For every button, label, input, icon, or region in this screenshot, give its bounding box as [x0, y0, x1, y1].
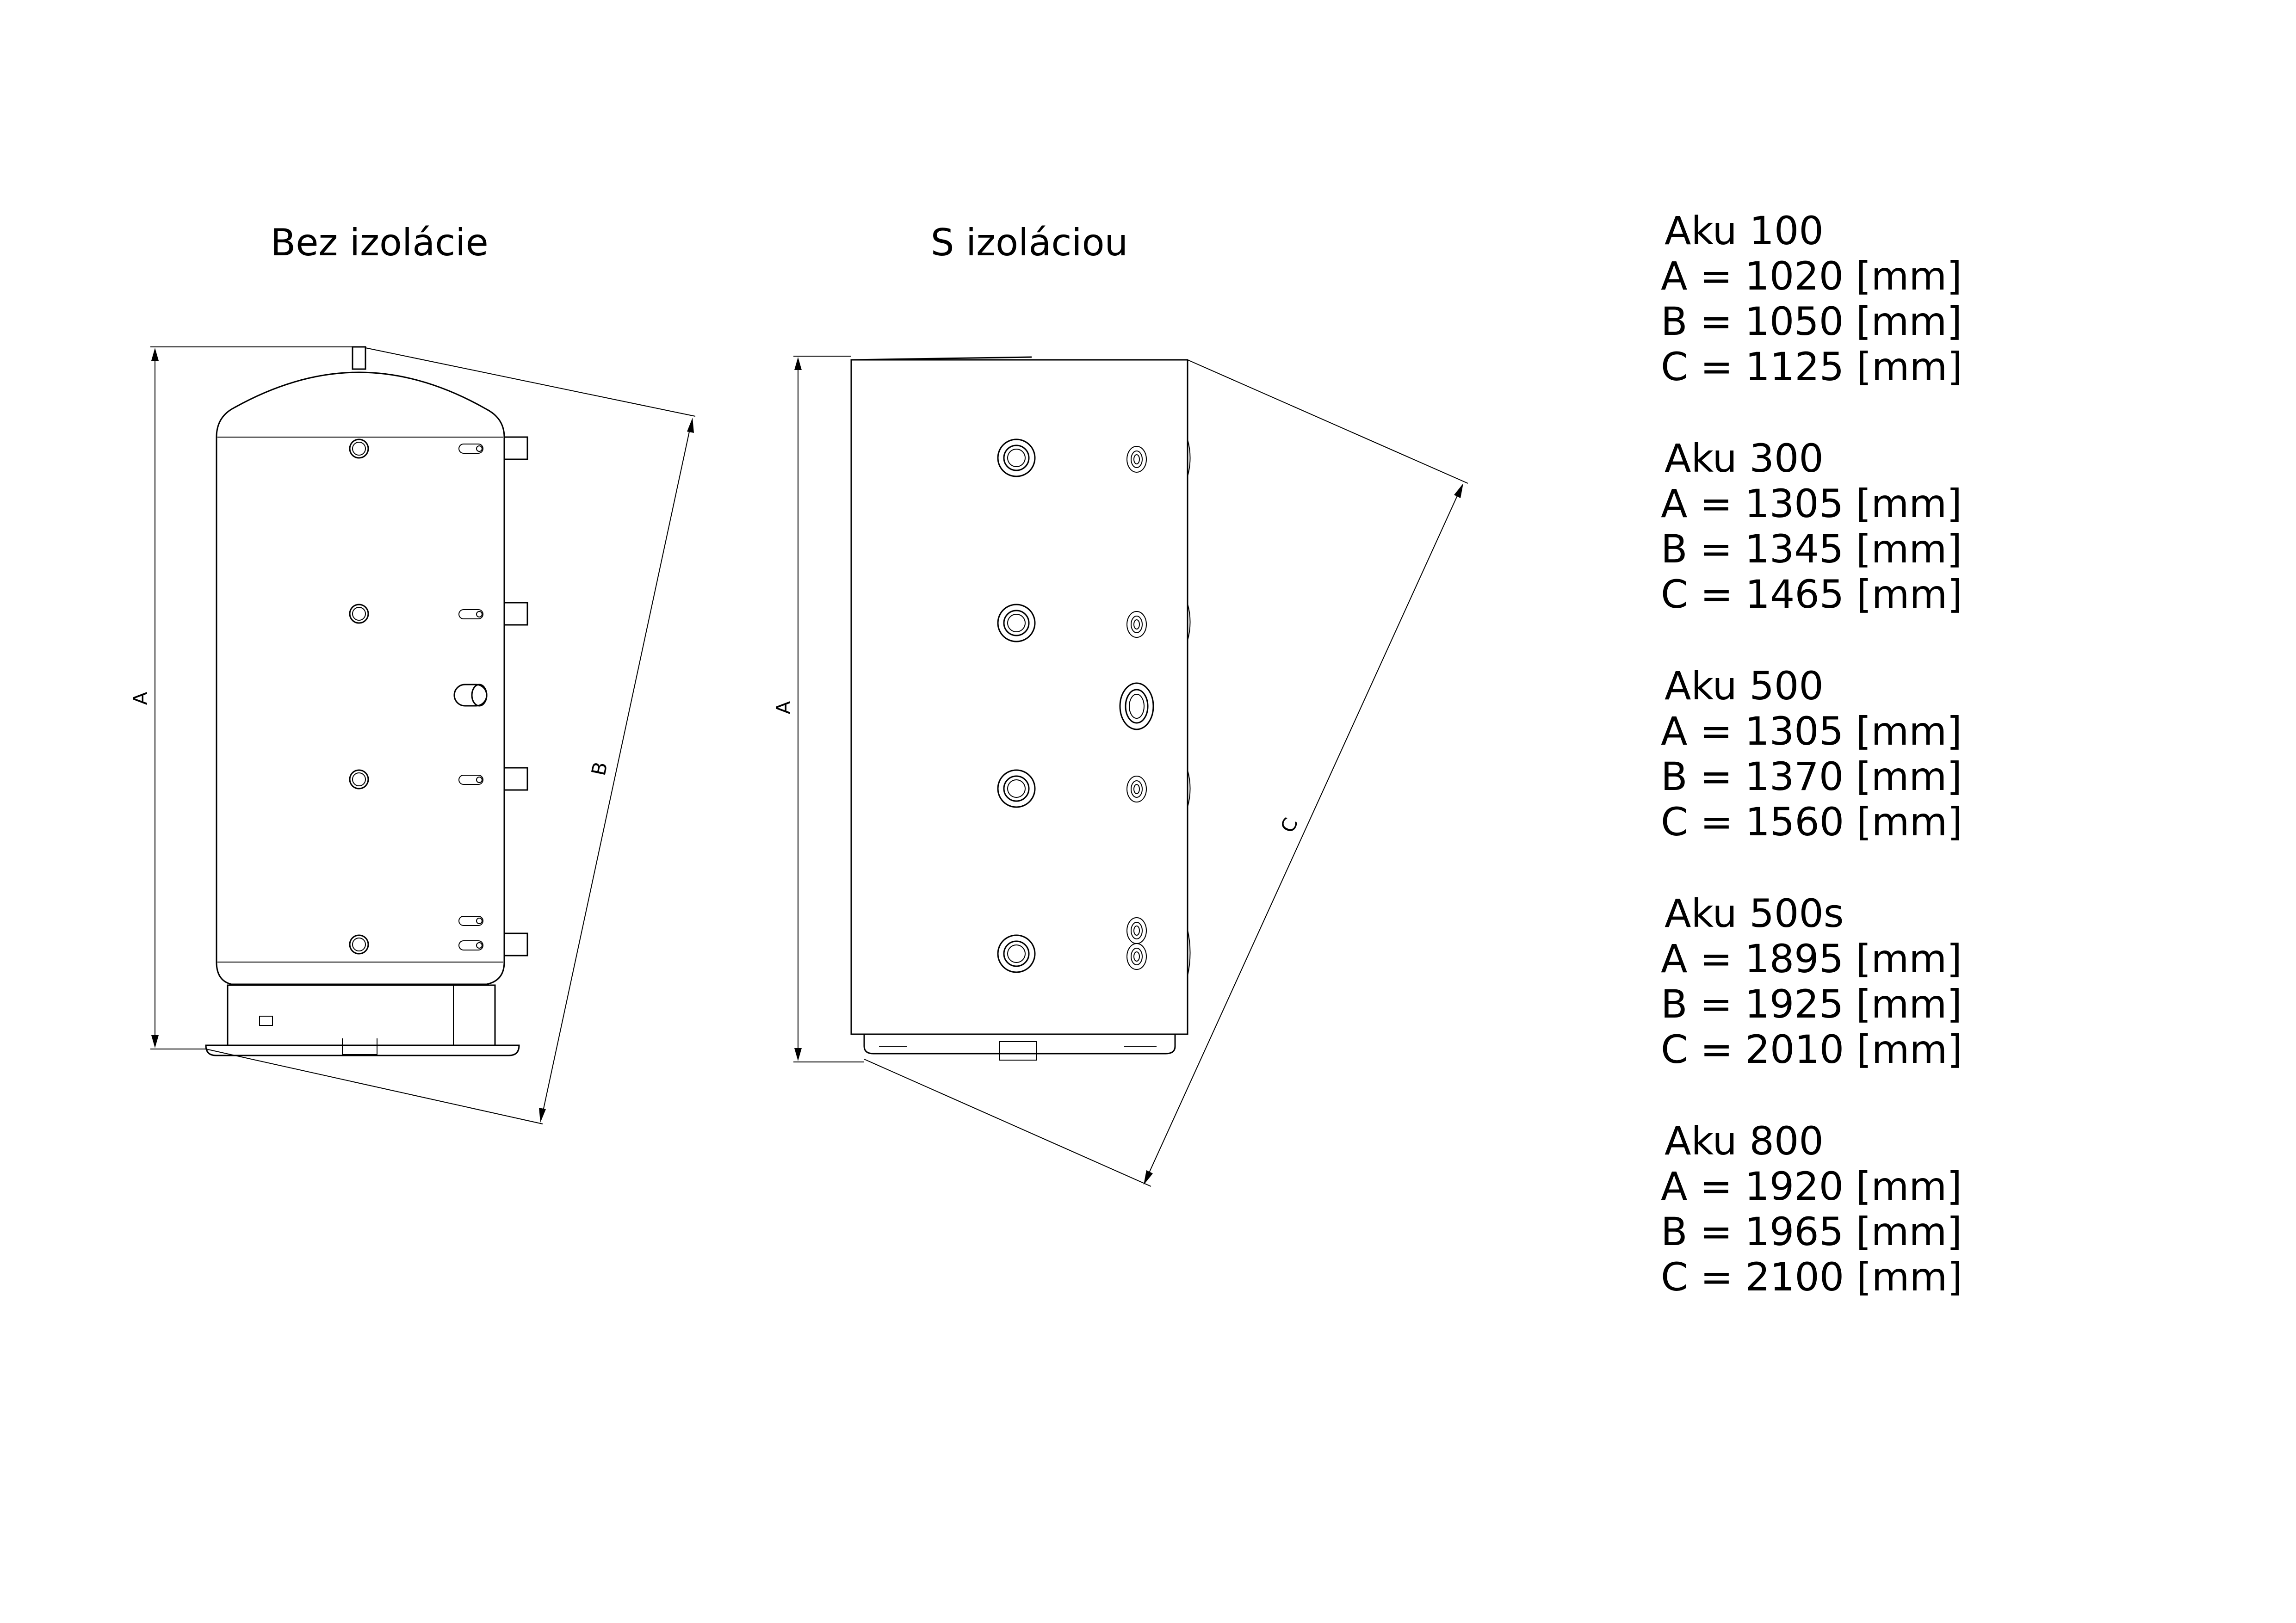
insulated-flange-port [1119, 682, 1154, 730]
port-circle-3 [349, 769, 369, 790]
insulated-tank [850, 356, 1191, 1061]
port-circle-1 [349, 438, 369, 459]
spec-a: A = 1895 [mm] [1661, 936, 1962, 981]
uninsulated-tank [205, 346, 528, 1056]
spec-b: B = 1370 [mm] [1661, 754, 1962, 799]
insulated-port-2 [997, 604, 1036, 642]
dimension-a-label-left: A [129, 691, 152, 705]
tank-shell [216, 371, 505, 985]
spec-c: C = 1125 [mm] [1661, 344, 1963, 389]
spec-a: A = 1020 [mm] [1661, 253, 1962, 299]
dimension-b-label: B [587, 760, 612, 778]
spec-group-aku-800: Aku 800 A = 1920 [mm] B = 1965 [mm] C = … [1661, 1118, 1962, 1300]
top-connection [352, 346, 366, 370]
port-circle-4 [349, 934, 369, 955]
spec-name: Aku 800 [1665, 1118, 1824, 1164]
spec-c: C = 2010 [mm] [1661, 1027, 1963, 1072]
spec-name: Aku 500 [1665, 663, 1824, 709]
dimension-a-label-right: A [772, 701, 795, 714]
spec-group-aku-100: Aku 100 A = 1020 [mm] B = 1050 [mm] C = … [1661, 208, 1962, 389]
spec-b: B = 1345 [mm] [1661, 526, 1962, 572]
tank-stand [227, 984, 496, 1046]
flange-port [453, 684, 488, 707]
spec-b: B = 1050 [mm] [1661, 299, 1962, 344]
spec-b: B = 1925 [mm] [1661, 981, 1962, 1027]
spec-name: Aku 300 [1665, 436, 1824, 481]
insulated-port-3 [997, 769, 1036, 808]
spec-c: C = 1465 [mm] [1661, 572, 1963, 617]
spec-c: C = 1560 [mm] [1661, 799, 1963, 845]
insulated-port-4 [997, 934, 1036, 973]
spec-a: A = 1920 [mm] [1661, 1164, 1962, 1209]
dimension-a-right: A [772, 356, 864, 1062]
right-view-title: S izoláciou [931, 221, 1128, 264]
spec-name: Aku 100 [1665, 208, 1824, 253]
dimension-c-label: C [1276, 815, 1302, 836]
spec-b: B = 1965 [mm] [1661, 1209, 1962, 1254]
spec-list: Aku 100 A = 1020 [mm] B = 1050 [mm] C = … [1661, 208, 1962, 1346]
spec-a: A = 1305 [mm] [1661, 709, 1962, 754]
left-view-title: Bez izolácie [270, 221, 488, 264]
spec-name: Aku 500s [1665, 891, 1844, 936]
dimension-a-left: A [129, 346, 365, 1049]
spec-group-aku-500: Aku 500 A = 1305 [mm] B = 1370 [mm] C = … [1661, 663, 1962, 845]
spec-a: A = 1305 [mm] [1661, 481, 1962, 526]
spec-group-aku-300: Aku 300 A = 1305 [mm] B = 1345 [mm] C = … [1661, 436, 1962, 617]
insulated-port-1 [997, 438, 1036, 477]
port-circle-2 [349, 604, 369, 624]
spec-group-aku-500s: Aku 500s A = 1895 [mm] B = 1925 [mm] C =… [1661, 891, 1962, 1072]
spec-c: C = 2100 [mm] [1661, 1254, 1963, 1300]
insulation-jacket [850, 359, 1188, 1035]
